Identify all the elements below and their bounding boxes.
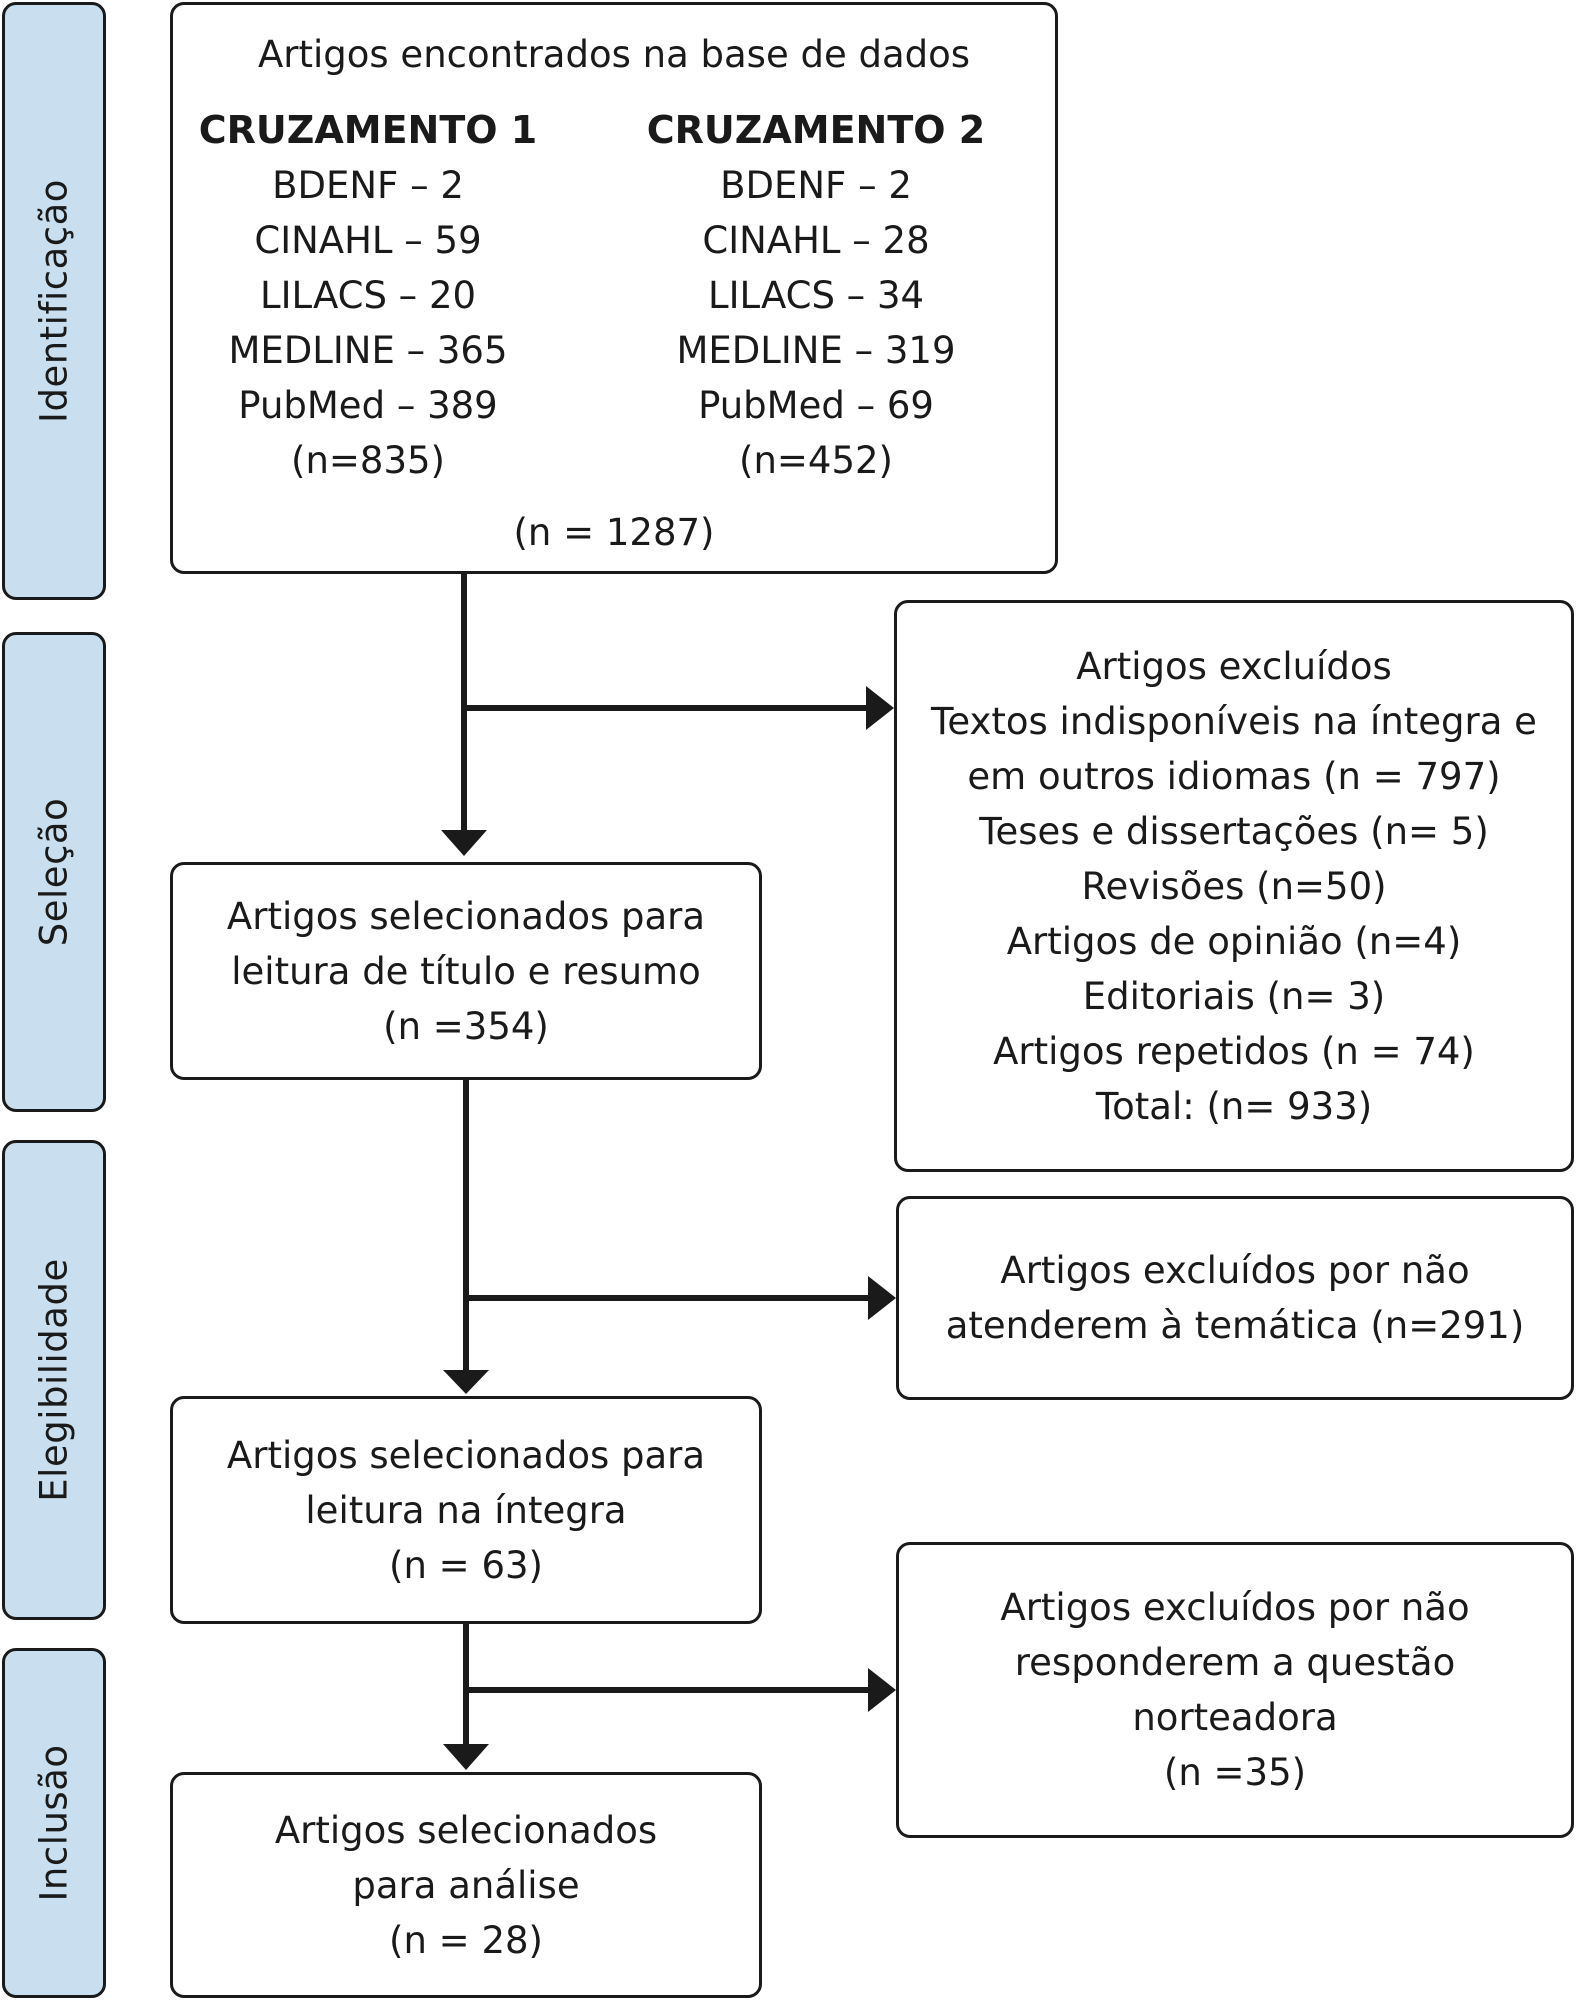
box-line: Artigos selecionados para <box>226 1433 706 1477</box>
box-line: Teses e dissertações (n= 5) <box>979 809 1489 853</box>
phase-elegibilidade: Elegibilidade <box>2 1140 106 1620</box>
arrowhead-right <box>868 1668 896 1712</box>
cruzamento-2-title: CRUZAMENTO 2 <box>646 108 986 152</box>
box-line: leitura de título e resumo <box>231 949 701 993</box>
box-line: Editoriais (n= 3) <box>1082 974 1386 1018</box>
box-line: (n =354) <box>383 1004 549 1048</box>
arrowhead-right <box>868 1276 896 1320</box>
identification-title: Artigos encontrados na base de dados <box>257 33 971 76</box>
box-line: norteadora <box>1132 1696 1338 1739</box>
arrowhead-down <box>443 1744 489 1770</box>
box-line: Artigos selecionados <box>274 1808 658 1852</box>
phase-selecao: Seleção <box>2 632 106 1112</box>
cruzamento-2-item: CINAHL – 28 <box>702 219 930 262</box>
arrowhead-down <box>441 830 487 856</box>
box-line: Artigos selecionados para <box>226 894 706 938</box>
cruzamento-1-item: BDENF – 2 <box>272 164 464 207</box>
box-line: Artigos excluídos por não <box>1000 1586 1470 1629</box>
box-line: Revisões (n=50) <box>1081 864 1387 908</box>
box-line: leitura na íntegra <box>305 1488 627 1532</box>
identification-total: (n = 1287) <box>513 511 715 554</box>
box-line: para análise <box>352 1863 580 1907</box>
box-line: (n =35) <box>1163 1751 1307 1794</box>
excluded-box-2: Artigos excluídos por não atenderem à te… <box>896 1196 1574 1400</box>
box-line: Textos indisponíveis na íntegra e <box>931 699 1537 743</box>
cruzamento-2-subtotal: (n=452) <box>739 439 893 482</box>
cruzamento-2-item: MEDLINE – 319 <box>676 329 956 372</box>
cruzamento-1-item: MEDLINE – 365 <box>228 329 508 372</box>
box-line: Artigos repetidos (n = 74) <box>993 1029 1475 1073</box>
box-line: Artigos de opinião (n=4) <box>1006 919 1462 963</box>
cruzamento-2-item: PubMed – 69 <box>698 384 934 427</box>
phase-inclusao: Inclusão <box>2 1648 106 1998</box>
cruzamento-1-item: PubMed – 389 <box>238 384 498 427</box>
arrowhead-down <box>443 1370 489 1394</box>
selected-full-text-box: Artigos selecionados para leitura na ínt… <box>170 1396 762 1624</box>
cruzamento-1-subtotal: (n=835) <box>291 439 445 482</box>
box-line: (n = 63) <box>389 1543 543 1587</box>
cruzamento-2-column: CRUZAMENTO 2 BDENF – 2 CINAHL – 28 LILAC… <box>647 103 985 488</box>
box-line: responderem a questão <box>1014 1641 1456 1684</box>
box-line: atenderem à temática (n=291) <box>945 1304 1525 1347</box>
box-line: Total: (n= 933) <box>1095 1084 1373 1128</box>
cruzamento-1-column: CRUZAMENTO 1 BDENF – 2 CINAHL – 59 LILAC… <box>199 103 537 488</box>
box-line: Artigos excluídos <box>1076 644 1392 688</box>
selected-analysis-box: Artigos selecionados para análise (n = 2… <box>170 1772 762 1998</box>
cruzamento-1-item: CINAHL – 59 <box>254 219 482 262</box>
cruzamento-1-title: CRUZAMENTO 1 <box>198 108 538 152</box>
arrowhead-right <box>866 686 894 730</box>
phase-identificacao: Identificação <box>2 2 106 600</box>
excluded-box-1: Artigos excluídos Textos indisponíveis n… <box>894 600 1574 1172</box>
box-line: (n = 28) <box>389 1918 543 1962</box>
box-line: Artigos excluídos por não <box>1000 1249 1470 1292</box>
excluded-box-3: Artigos excluídos por não responderem a … <box>896 1542 1574 1838</box>
identification-box: Artigos encontrados na base de dados CRU… <box>170 2 1058 574</box>
cruzamento-2-item: BDENF – 2 <box>720 164 912 207</box>
cruzamento-2-item: LILACS – 34 <box>707 274 925 317</box>
cruzamento-1-item: LILACS – 20 <box>259 274 477 317</box>
selected-title-abstract-box: Artigos selecionados para leitura de tít… <box>170 862 762 1080</box>
box-line: em outros idiomas (n = 797) <box>967 754 1501 798</box>
